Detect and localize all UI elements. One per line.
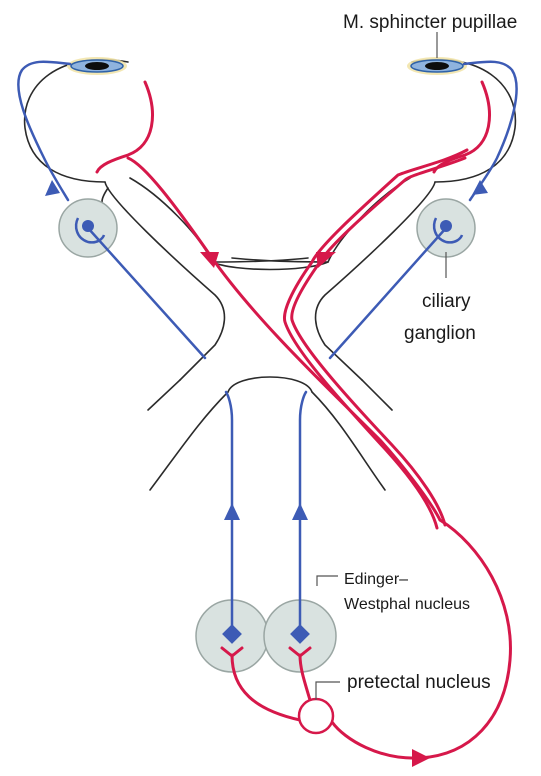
ciliary-ganglion-label-line2: ganglion — [404, 323, 476, 344]
right-efferent-postganglionic — [464, 62, 517, 200]
pretectal-nucleus — [299, 699, 333, 733]
left-eye-front — [67, 57, 127, 75]
right-eye-front — [407, 57, 467, 75]
left-efferent-to-ganglion — [88, 228, 205, 358]
right-efferent-arrow — [472, 180, 488, 195]
left-eyeball-outline — [25, 60, 128, 182]
left-optic-arm-inner — [105, 182, 224, 380]
ciliary-ganglion-label-line1: ciliary — [422, 291, 471, 312]
pretectal-nucleus-label: pretectal nucleus — [347, 672, 491, 693]
edinger-westphal-label-line2: Westphal nucleus — [344, 596, 470, 613]
left-ew-arrow — [224, 503, 240, 520]
left-retina-afferent — [97, 82, 152, 172]
sphincter-pupillae-label: M. sphincter pupillae — [343, 12, 517, 33]
chiasm-outline — [25, 60, 516, 490]
chiasm-bottom-arch — [228, 377, 312, 392]
right-optic-arm-inner — [316, 182, 435, 380]
pretectal-leader — [316, 682, 340, 700]
left-optic-arm-outer — [130, 178, 308, 262]
left-optic-tract-inner — [150, 392, 228, 490]
left-ganglion-dot — [82, 220, 94, 232]
left-optic-tract-outer — [148, 380, 180, 410]
left-pupil — [85, 62, 109, 70]
right-afferent-arrow — [316, 252, 336, 268]
right-optic-tract-outer — [362, 380, 392, 410]
ew-leader — [317, 576, 338, 586]
right-ew-arrow — [292, 503, 308, 520]
edinger-westphal-label-line1: Edinger– — [344, 571, 408, 588]
loop-arrow — [412, 749, 430, 767]
right-eyeball-outline — [412, 60, 515, 182]
right-ganglion-dot — [440, 220, 452, 232]
afferent-loop — [332, 520, 510, 758]
efferent-pathway — [18, 62, 516, 636]
right-pupil — [425, 62, 449, 70]
